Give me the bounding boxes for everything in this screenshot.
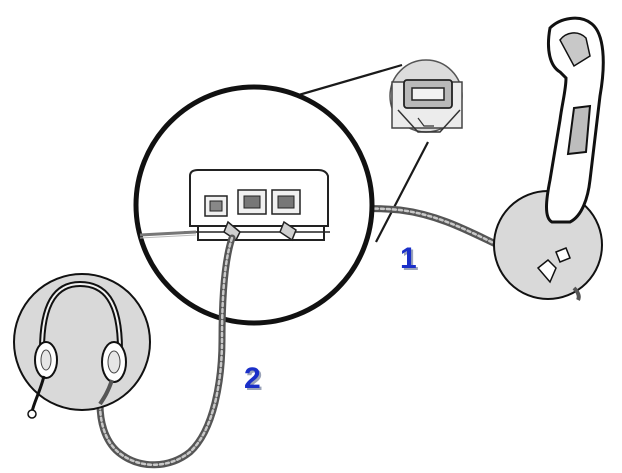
phone-port-icon: [238, 190, 266, 214]
telephone-handset-icon: [547, 18, 604, 222]
magnified-phone-base: [136, 87, 372, 323]
headset-icon: [14, 274, 150, 418]
callout-2: 2 2: [244, 362, 263, 397]
callout-1-label: 1: [400, 242, 417, 275]
phone-port-icon: [205, 196, 227, 216]
phone-port-icon: [272, 190, 300, 214]
port-inset-icon: [390, 60, 462, 132]
callout-2-label: 2: [244, 362, 261, 395]
callout-1: 1 1: [400, 242, 419, 277]
